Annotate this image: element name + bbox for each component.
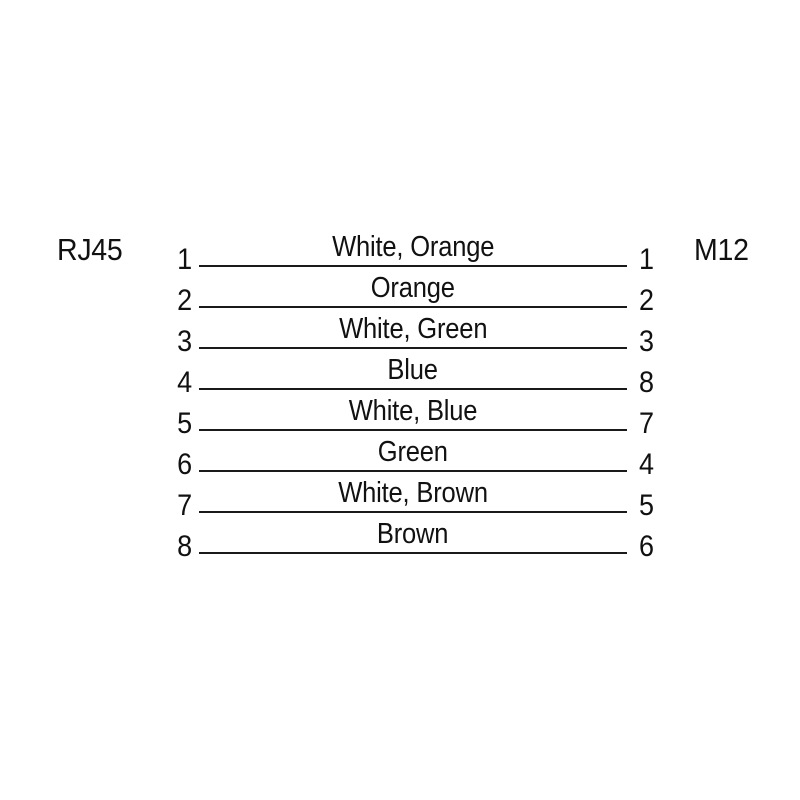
wire-line — [199, 388, 627, 390]
right-pin-number: 8 — [639, 366, 654, 399]
wire-line — [199, 347, 627, 349]
wire-row: 1 White, Orange 1 — [0, 233, 800, 286]
wire-row: 8 Brown 6 — [0, 520, 800, 573]
left-pin-number: 4 — [177, 366, 192, 399]
left-pin-number: 2 — [177, 284, 192, 317]
wire-color-label: White, Green — [338, 313, 488, 345]
wire-line — [199, 552, 627, 554]
right-pin-number: 4 — [639, 448, 654, 481]
left-pin-number: 6 — [177, 448, 192, 481]
right-pin-number: 7 — [639, 407, 654, 440]
left-pin-number: 8 — [177, 530, 192, 563]
wire-color-label: Blue — [387, 354, 439, 386]
wire-color-label: White, Brown — [338, 477, 488, 509]
wire-color-label: White, Orange — [331, 231, 495, 263]
left-pin-number: 1 — [177, 243, 192, 276]
right-pin-number: 5 — [639, 489, 654, 522]
right-connector-title: M12 — [694, 232, 749, 267]
wire-row: 7 White, Brown 5 — [0, 479, 800, 532]
right-pin-number: 3 — [639, 325, 654, 358]
left-pin-number: 5 — [177, 407, 192, 440]
right-pin-number: 1 — [639, 243, 654, 276]
wire-line — [199, 470, 627, 472]
wire-color-label: Green — [377, 436, 449, 468]
wire-row: 2 Orange 2 — [0, 274, 800, 327]
right-pin-number: 6 — [639, 530, 654, 563]
wire-color-label: Brown — [377, 518, 449, 550]
wire-row: 5 White, Blue 7 — [0, 397, 800, 450]
wire-row: 6 Green 4 — [0, 438, 800, 491]
wire-color-label: White, Blue — [348, 395, 478, 427]
left-pin-number: 7 — [177, 489, 192, 522]
wire-row: 4 Blue 8 — [0, 356, 800, 409]
left-connector-title: RJ45 — [57, 232, 123, 267]
left-pin-number: 3 — [177, 325, 192, 358]
wire-color-label: Orange — [370, 272, 456, 304]
right-pin-number: 2 — [639, 284, 654, 317]
wire-row: 3 White, Green 3 — [0, 315, 800, 368]
wire-line — [199, 429, 627, 431]
wire-line — [199, 265, 627, 267]
wire-line — [199, 306, 627, 308]
wire-line — [199, 511, 627, 513]
